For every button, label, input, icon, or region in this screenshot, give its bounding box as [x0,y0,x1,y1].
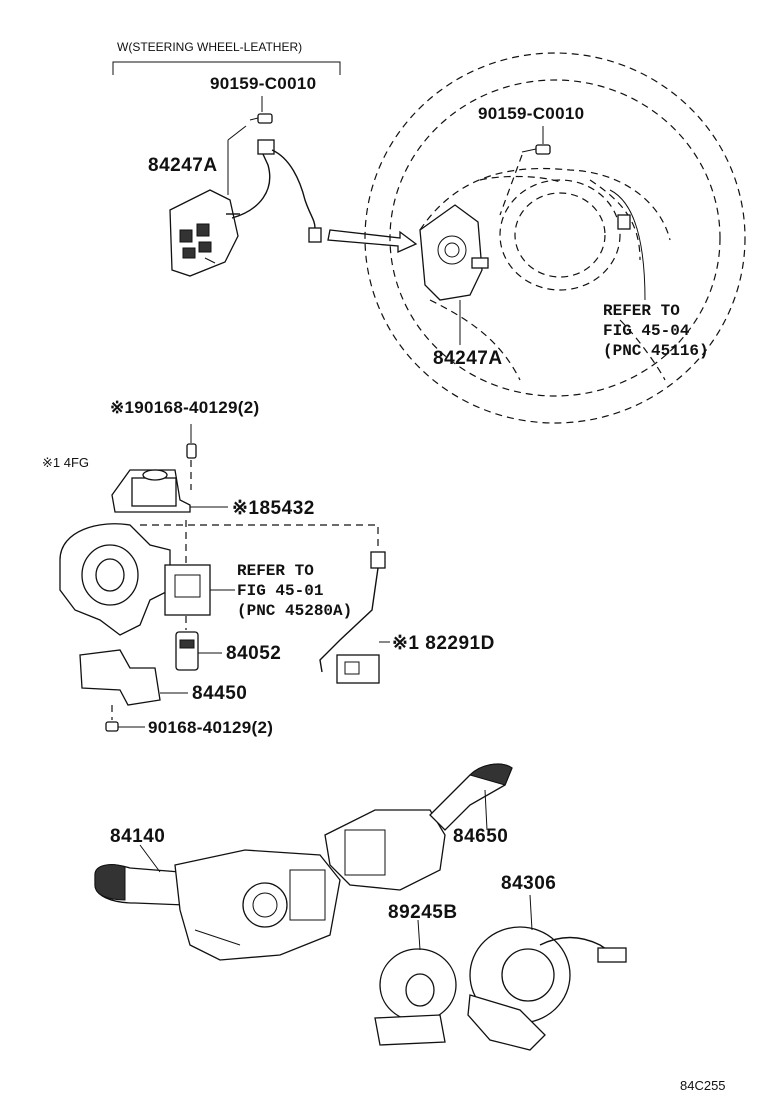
part-89245b-label: 89245B [388,902,458,923]
screw-top-right-label: 90159-C0010 [478,104,585,123]
steering-wheel-drawing [364,52,746,424]
part-84650-label: 84650 [453,826,509,847]
refer-45-01-line3: (PNC 45280A) [237,602,353,620]
screw-90159-right-drawing [499,126,551,216]
steering-note-bracket [112,61,341,112]
part-89245b-drawing [374,919,457,1046]
part-84052-label: 84052 [226,643,282,664]
note-4fg-label: ※1 4FG [42,455,90,470]
refer-45-04-line1: REFER TO [603,302,680,320]
refer-45-04-pointer [609,189,646,301]
figure-code-label: 84C255 [680,1078,726,1093]
part-82291d-label: ※1 82291D [392,633,495,654]
part-84306-label: 84306 [501,873,557,894]
screw-90168-top-drawing [186,424,197,490]
refer-45-01-line2: FIG 45-01 [237,582,324,600]
screw-mid-bottom-label: 90168-40129(2) [148,718,274,737]
part-85432-drawing [111,469,228,513]
switch-right-label: 84247A [433,348,503,369]
part-84450-label: 84450 [192,683,248,704]
part-84140-label: 84140 [110,826,166,847]
part-82291d-drawing [319,551,390,684]
lock-housing-drawing [59,523,235,636]
refer-45-01-line1: REFER TO [237,562,314,580]
part-84052-drawing [175,631,222,671]
arrow-to-wheel [327,229,418,254]
steering-note-label: W(STEERING WHEEL-LEATHER) [117,40,303,54]
screw-90168-bottom-drawing [105,705,145,732]
switch-84247a-left-drawing [169,139,322,277]
screw-90159-left-drawing [227,113,273,195]
switch-left-label: 84247A [148,155,218,176]
part-84140-drawing [94,844,341,961]
part-84306-drawing [467,894,627,1051]
part-84650-drawing [324,763,513,891]
screw-top-left-label: 90159-C0010 [210,74,317,93]
switch-84247a-right-drawing [419,204,489,345]
part-84450-drawing [79,649,188,706]
screw-mid-top-label: ※190168-40129(2) [110,398,260,417]
part-85432-label: ※185432 [232,498,315,519]
refer-45-04-line3: (PNC 45116) [603,342,709,360]
refer-45-04-line2: FIG 45-04 [603,322,690,340]
